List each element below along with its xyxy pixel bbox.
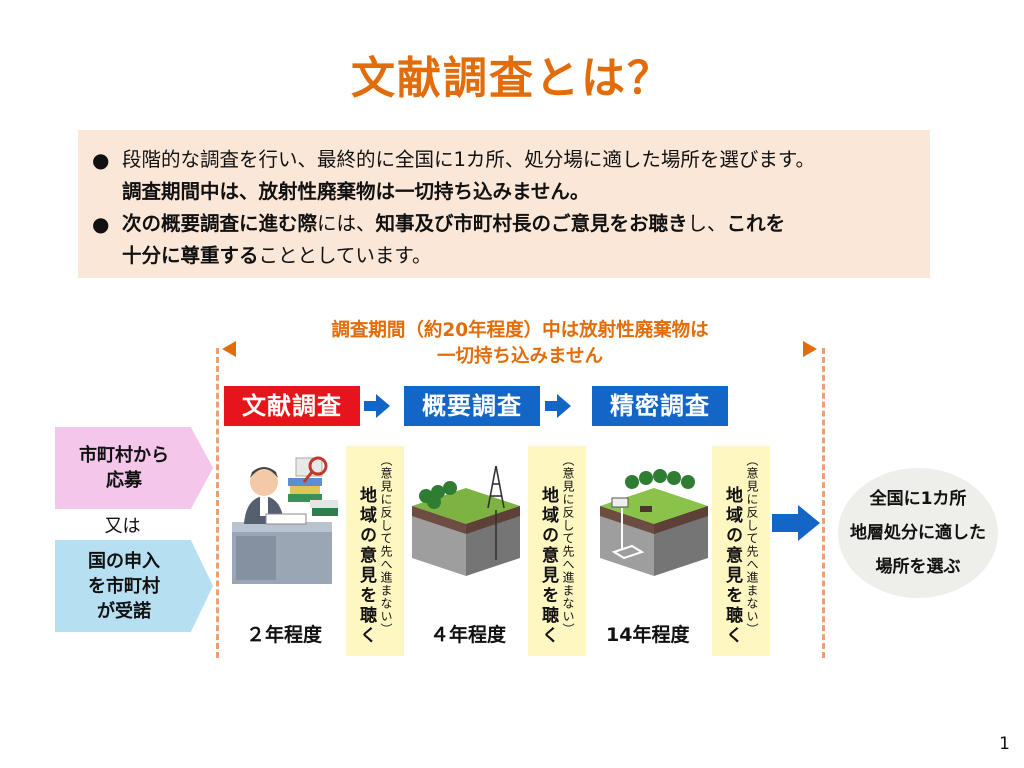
- entry-apply-box: 市町村から 応募: [55, 427, 213, 509]
- entry-request-box: 国の申入 を市町村 が受諾: [55, 540, 213, 632]
- duration-preliminary: ４年程度: [430, 624, 507, 646]
- period-end-line: [822, 348, 825, 658]
- opinion-main-text: 地域の意見を聴く: [722, 486, 742, 646]
- opinion-sub-text: （意見に反して先へ進まない）: [745, 454, 759, 636]
- opinion-main-text: 地域の意見を聴く: [356, 486, 376, 646]
- researcher-illustration: [232, 456, 338, 584]
- result-circle: 全国に1カ所 地層処分に適した 場所を選ぶ: [838, 468, 998, 598]
- bullet-2-text-f: 十分に尊重する: [122, 244, 259, 267]
- summary-bullet-1: 段階的な調査を行い、最終的に全国に1カ所、処分場に適した場所を選びます。 調査期…: [92, 144, 912, 208]
- opinion-sub-text: （意見に反して先へ進まない）: [379, 454, 393, 636]
- bullet-2-text-d: し、: [687, 212, 727, 235]
- page-title: 文献調査とは？: [351, 53, 673, 104]
- page-number: 1: [999, 734, 1010, 754]
- entry-apply-text: 市町村から 応募: [79, 445, 169, 491]
- entry-request-text: 国の申入 を市町村 が受諾: [88, 550, 160, 622]
- opinion-box-2: 地域の意見を聴く （意見に反して先へ進まない）: [528, 446, 586, 656]
- detailed-survey-illustration: [600, 469, 708, 576]
- bullet-1-line-1: 段階的な調査を行い、最終的に全国に1カ所、処分場に適した場所を選びます。: [122, 148, 815, 171]
- period-start-line: [216, 348, 219, 658]
- stage-literature-survey: 文献調査: [224, 386, 360, 426]
- bullet-2-text-e: これを: [726, 212, 786, 235]
- preliminary-survey-illustration: [412, 465, 520, 576]
- opinion-main-text: 地域の意見を聴く: [538, 486, 558, 646]
- opinion-sub-text: （意見に反して先へ進まない）: [561, 454, 575, 636]
- bullet-2-text-b: には、: [317, 212, 376, 235]
- period-line-2: 一切持ち込みません: [437, 346, 603, 367]
- result-text: 全国に1カ所 地層処分に適した 場所を選ぶ: [850, 489, 986, 577]
- duration-literature: ２年程度: [246, 624, 323, 646]
- bullet-1-line-2: 調査期間中は、放射性廃棄物は一切持ち込みません。: [122, 180, 590, 203]
- period-left-arrow-icon: [222, 341, 236, 357]
- stage-preliminary-survey: 概要調査: [404, 386, 540, 426]
- bullet-2-text-c: 知事及び市町村長のご意見をお聴き: [375, 212, 688, 235]
- duration-detailed: 14年程度: [606, 624, 690, 646]
- period-caption: 調査期間（約20年程度）中は放射性廃棄物は 一切持ち込みません: [230, 318, 810, 370]
- stage-detailed-survey: 精密調査: [592, 386, 728, 426]
- bullet-2-text-a: 次の概要調査に進む際: [122, 212, 318, 235]
- entry-or-text: 又は: [104, 516, 141, 537]
- opinion-box-3: 地域の意見を聴く （意見に反して先へ進まない）: [712, 446, 770, 656]
- period-line-1: 調査期間（約20年程度）中は放射性廃棄物は: [331, 320, 709, 341]
- summary-bullet-2: 次の概要調査に進む際には、知事及び市町村長のご意見をお聴きし、これを 十分に尊重…: [92, 208, 912, 272]
- bullet-2-text-g: こととしています。: [258, 244, 432, 267]
- period-right-arrow-icon: [803, 341, 817, 357]
- opinion-box-1: 地域の意見を聴く （意見に反して先へ進まない）: [346, 446, 404, 656]
- summary-box: 段階的な調査を行い、最終的に全国に1カ所、処分場に適した場所を選びます。 調査期…: [78, 130, 930, 278]
